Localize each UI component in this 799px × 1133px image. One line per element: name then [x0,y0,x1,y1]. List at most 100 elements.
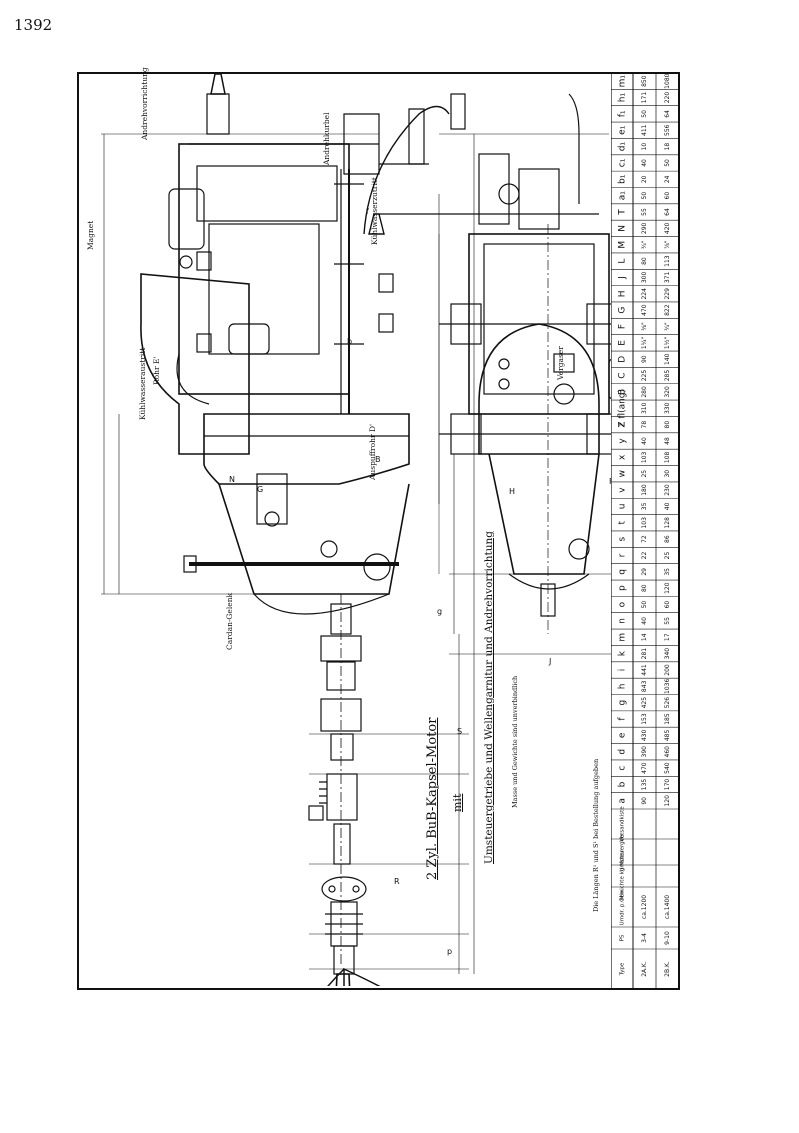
svg-text:g: g [437,607,442,616]
table-header-cell: h₁ [618,92,628,102]
table-cell: 170 [664,779,671,791]
table-header-cell: x [618,454,628,460]
table-cell: 24 [664,175,671,183]
table-cell: 35 [664,568,671,576]
table-header-cell: Type [620,962,626,976]
table-cell: 411 [641,124,648,136]
table-cell: 90 [641,355,648,363]
table-cell: 224 [641,288,648,300]
table-header-cell: E [618,340,628,346]
table-header-cell: d₁ [618,142,628,152]
svg-text:R: R [394,877,400,886]
table-header-cell: z [618,422,628,427]
table-cell: 18 [664,143,671,151]
table-cell: 29 [641,568,648,576]
table-header-cell: s [618,536,628,541]
table-cell: 64 [664,208,671,216]
table-cell: 180 [641,484,648,496]
table-cell: 3-4 [641,933,648,943]
dimension-table: Type 2A.K. 2B.K. PS 3-4 9-10 Umdr. p. Min. ca.1… [611,73,679,989]
table-cell: 371 [664,272,671,284]
bestell-note: Die Längen R¹ und S¹ bei Bestellung aufg… [592,758,600,912]
table-cell: 2B.K. [664,961,671,977]
drawing-subtitle: Umsteuergetriebe und Wellengarnitur und … [483,531,495,864]
table-cell: 10 [641,143,648,151]
drawing-note: Masse und Gewichte sind unverbindlich [511,675,519,808]
table-cell: 30 [664,470,671,478]
drawing-title: 2 Zyl. BuB-Kapsel-Motor [425,717,440,880]
table-header-cell: F [618,324,628,329]
table-header-cell: PS [620,934,626,941]
table-cell: 430 [641,729,648,741]
table-cell: ¾" [664,322,671,331]
table-cell: 103 [641,451,648,463]
table-cell: 35 [641,502,648,510]
drawing-mit: mit [451,793,464,812]
table-cell: 556 [664,124,671,136]
table-header-cell: T [618,209,628,216]
label-cardan-gelenk: Cardan-Gelenk [225,592,234,650]
table-header-cell: o [618,601,628,607]
table-cell: 280 [641,386,648,398]
table-cell: 390 [641,746,648,758]
table-cell: 285 [664,370,671,382]
table-cell: 50 [641,110,648,118]
table-header-cell: m [618,633,628,642]
table-cell: 128 [664,517,671,529]
table-cell: 230 [664,484,671,496]
table-header-cell: e₁ [618,125,628,135]
table-cell: 441 [641,664,648,676]
table-header-cell: h [618,683,628,689]
table-header-cell: v [618,487,628,493]
table-cell: 64 [664,110,671,118]
table-cell: ¾" [641,240,648,249]
label-kuehlwasserzutritt: Kühlwasserzutritt [370,177,379,245]
table-cell: 470 [641,762,648,774]
table-cell: 40 [641,437,648,445]
table-cell: 50 [641,192,648,200]
table-cell: 200 [664,664,671,676]
table-cell: ⅜" [641,322,648,331]
table-header-cell: u [618,504,628,510]
table-cell: 485 [664,729,671,741]
table-cell: 850 [641,75,648,87]
table-cell: ca.1400 [664,895,671,919]
technical-drawing: N G B b f g S p R A H J F [101,74,611,986]
table-cell: 103 [641,517,648,529]
drawing-frame [77,72,680,990]
table-header-cell: p [618,585,628,591]
svg-text:G: G [257,485,263,494]
table-cell: 822 [664,304,671,316]
table-header-cell: y [618,438,628,444]
table-cell: 50 [641,601,648,609]
table-cell: 40 [664,502,671,510]
table-cell: 9-10 [664,931,671,945]
table-header-cell: f₁ [618,110,628,117]
table-header-cell: b₁ [618,174,628,184]
table-cell: 310 [641,402,648,414]
table-cell: 22 [641,551,648,559]
table-header-cell: Umdr. p. Min. [620,888,626,925]
table-cell: 425 [641,697,648,709]
table-cell: 470 [641,304,648,316]
svg-text:b: b [347,337,352,346]
table-header-cell: Gewichte kg Motor [620,849,626,902]
table-cell: ⅞" [664,240,671,249]
table-cell: 1¼" [641,336,648,349]
table-header-cell: n [618,618,628,624]
table-header-cell: N [618,225,628,232]
table-cell: 108 [664,451,671,463]
table-cell: 50 [664,159,671,167]
table-cell: 90 [641,797,648,805]
table-cell: 526 [664,697,671,709]
table-cell: 460 [664,746,671,758]
table-cell: 2A.K. [641,961,648,977]
table-header-cell: Umsteuergetr. [620,832,626,872]
svg-text:p: p [447,947,452,956]
table-cell: 330 [664,402,671,414]
table-cell: 48 [664,437,671,445]
table-header-cell: a₁ [618,191,628,201]
table-cell: 25 [641,470,648,478]
svg-text:f: f [366,207,369,216]
table-cell: 72 [641,535,648,543]
